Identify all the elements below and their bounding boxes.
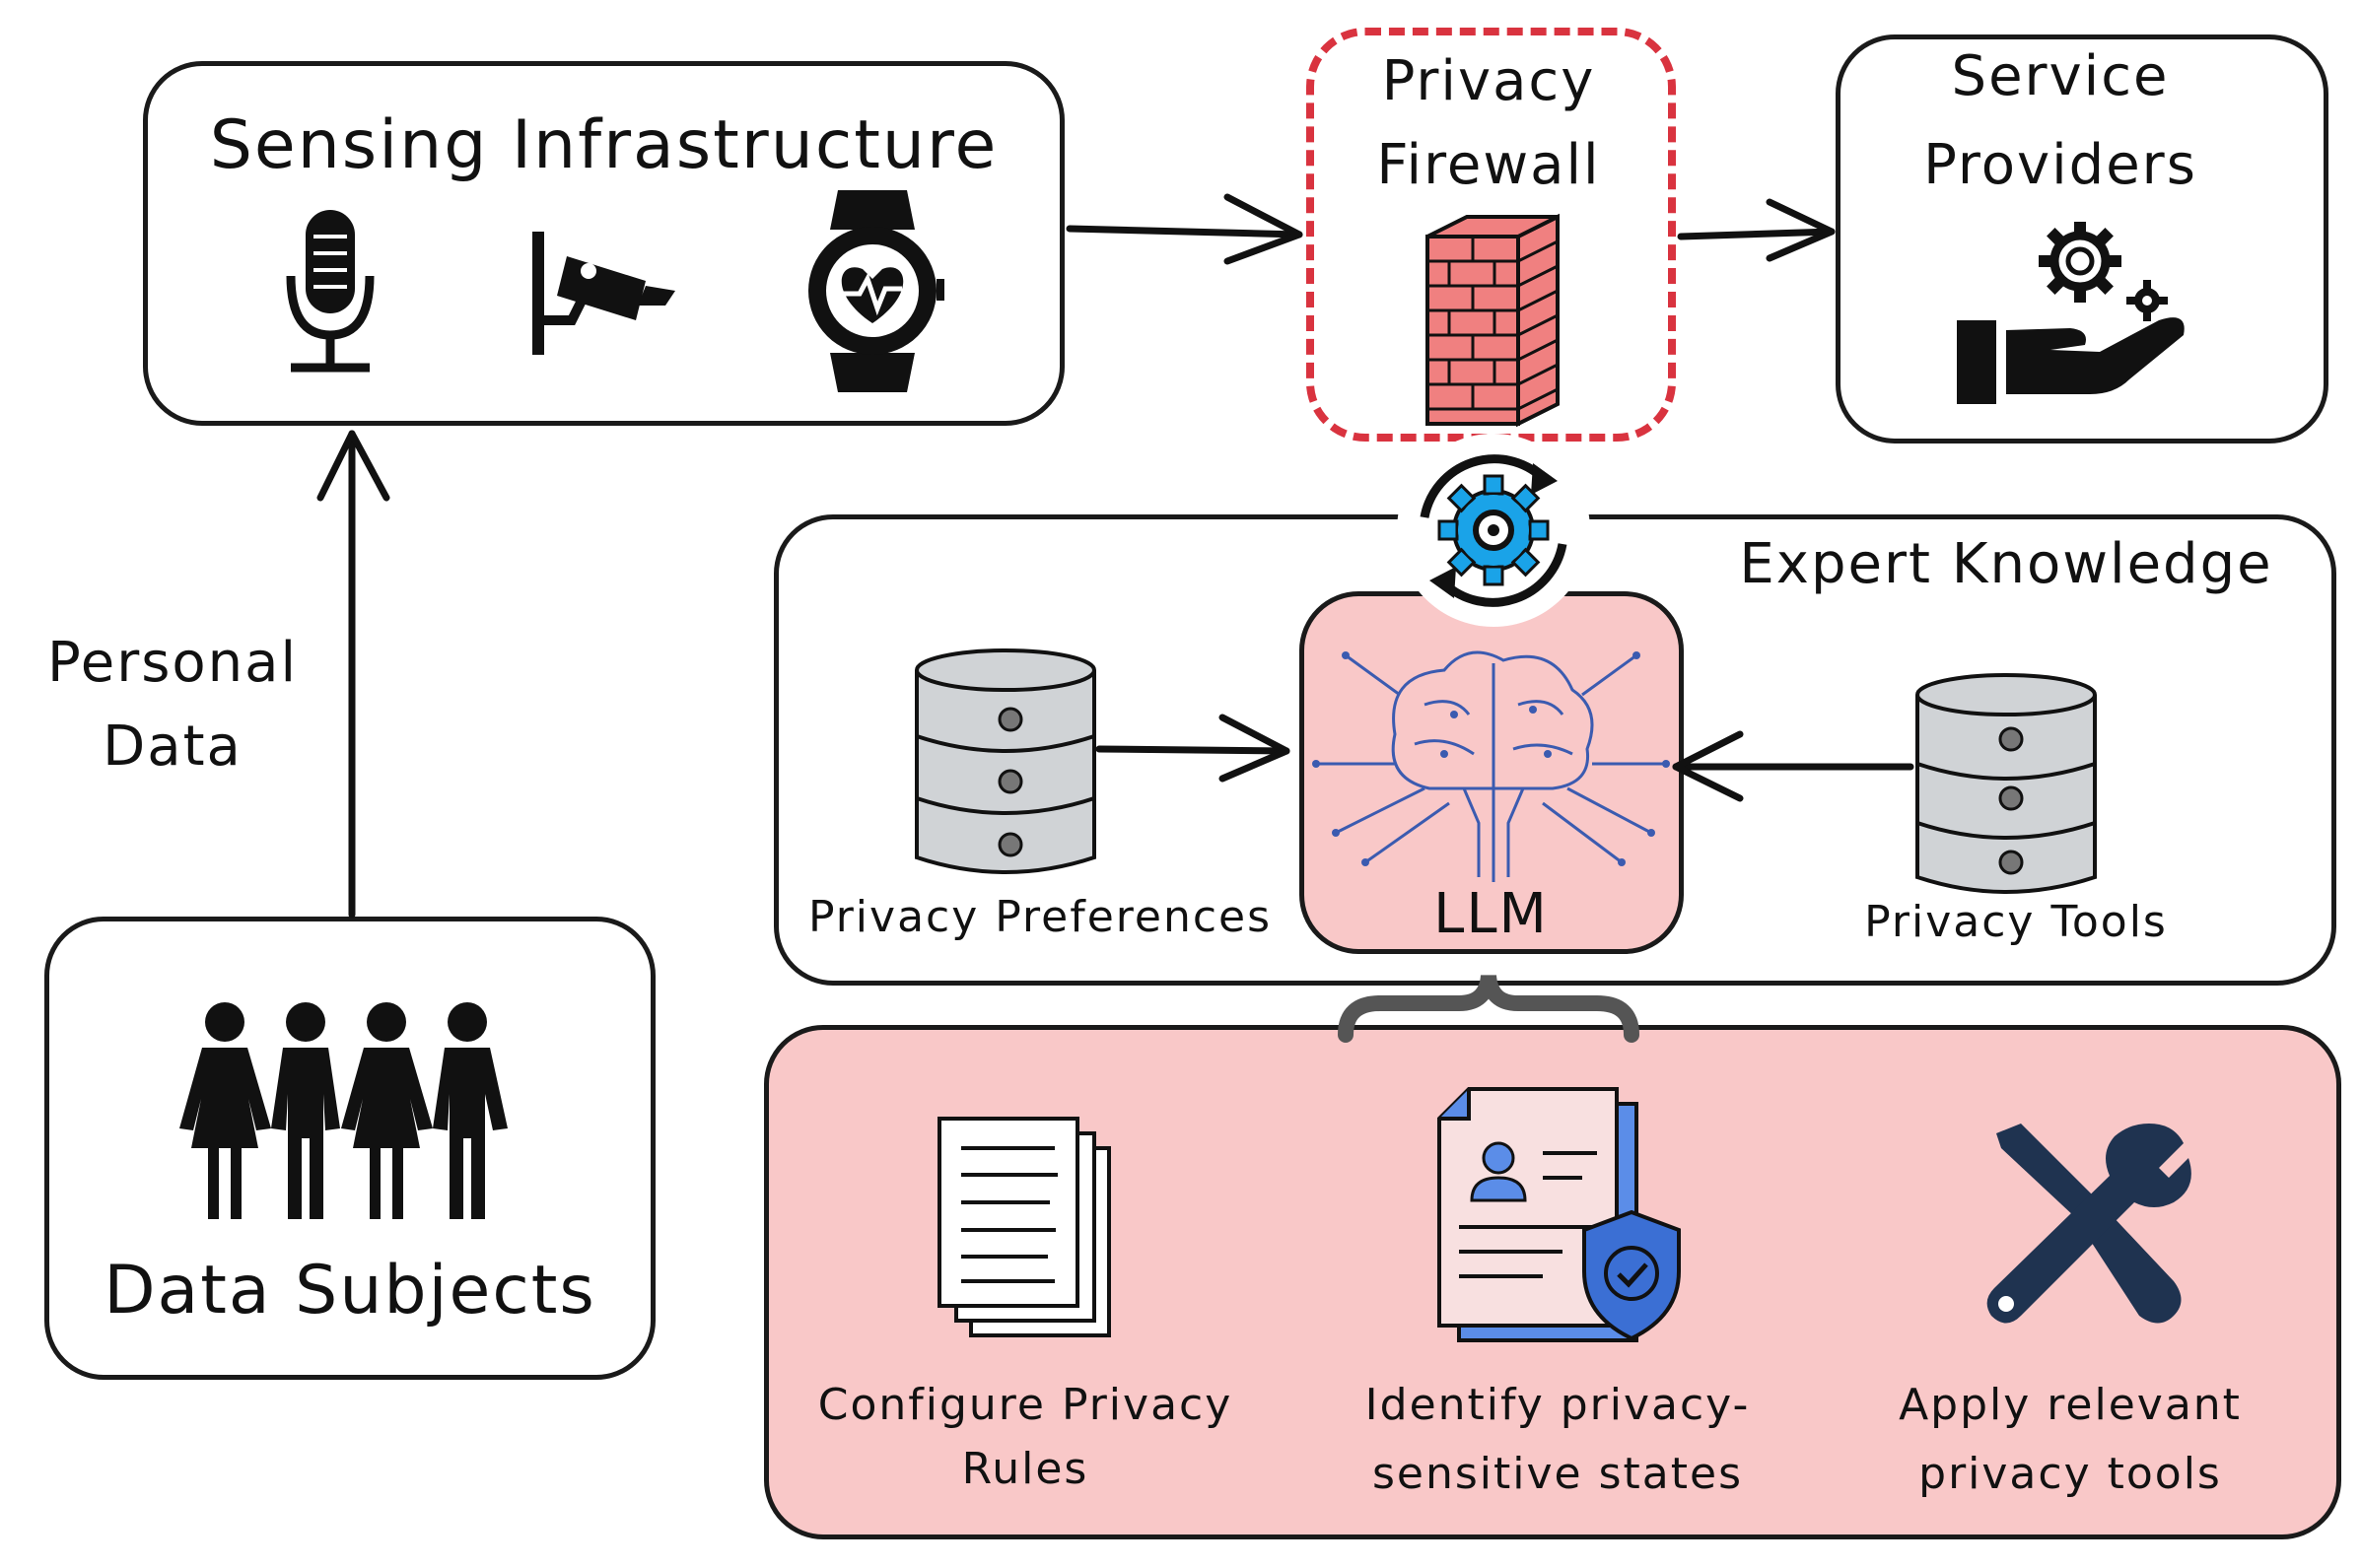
service-providers-title-line1: Service — [1951, 44, 2170, 108]
privacy-preferences-database-icon — [915, 648, 1096, 874]
identify-states-label-line2: sensitive states — [1372, 1449, 1743, 1499]
smartwatch-icon — [808, 190, 944, 392]
expert-knowledge-title: Expert Knowledge — [1739, 532, 2273, 596]
apply-tools-label-line1: Apply relevant — [1899, 1380, 2242, 1430]
llm-label: LLM — [1433, 882, 1549, 946]
people-group-icon — [179, 1002, 508, 1219]
brick-wall-icon — [1425, 213, 1560, 428]
configure-rules-label-line1: Configure Privacy — [817, 1380, 1233, 1430]
document-stack-icon — [937, 1117, 1111, 1337]
privacy-tools-database-icon — [1915, 673, 2097, 894]
arrow-sensing-to-firewall — [1066, 225, 1303, 239]
privacy-tools-label: Privacy Tools — [1864, 897, 2168, 947]
privacy-firewall-title-line1: Privacy — [1381, 49, 1596, 113]
profile-document-shield-icon — [1437, 1087, 1681, 1342]
data-subjects-title: Data Subjects — [104, 1252, 596, 1329]
service-providers-title-line2: Providers — [1923, 133, 2197, 197]
identify-states-label-line1: Identify privacy- — [1364, 1380, 1751, 1430]
privacy-firewall-title-line2: Firewall — [1376, 133, 1601, 197]
personal-data-label-line1: Personal — [46, 631, 299, 695]
apply-tools-label-line2: privacy tools — [1918, 1449, 2222, 1499]
personal-data-label-line2: Data — [103, 715, 243, 779]
configure-rules-label-line2: Rules — [961, 1444, 1089, 1494]
gear-refresh-icon — [1397, 434, 1590, 627]
llm-box — [1299, 591, 1684, 954]
microphone-icon — [286, 210, 375, 373]
arrow-firewall-to-providers — [1677, 228, 1836, 240]
data-subjects-box — [44, 917, 656, 1380]
sensing-infrastructure-title: Sensing Infrastructure — [209, 106, 999, 184]
wrench-screwdriver-icon — [1986, 1124, 2191, 1324]
hand-service-gears-icon — [1957, 222, 2185, 404]
security-camera-icon — [532, 232, 675, 355]
brain-circuit-icon — [1312, 650, 1670, 882]
privacy-preferences-label: Privacy Preferences — [807, 892, 1273, 942]
